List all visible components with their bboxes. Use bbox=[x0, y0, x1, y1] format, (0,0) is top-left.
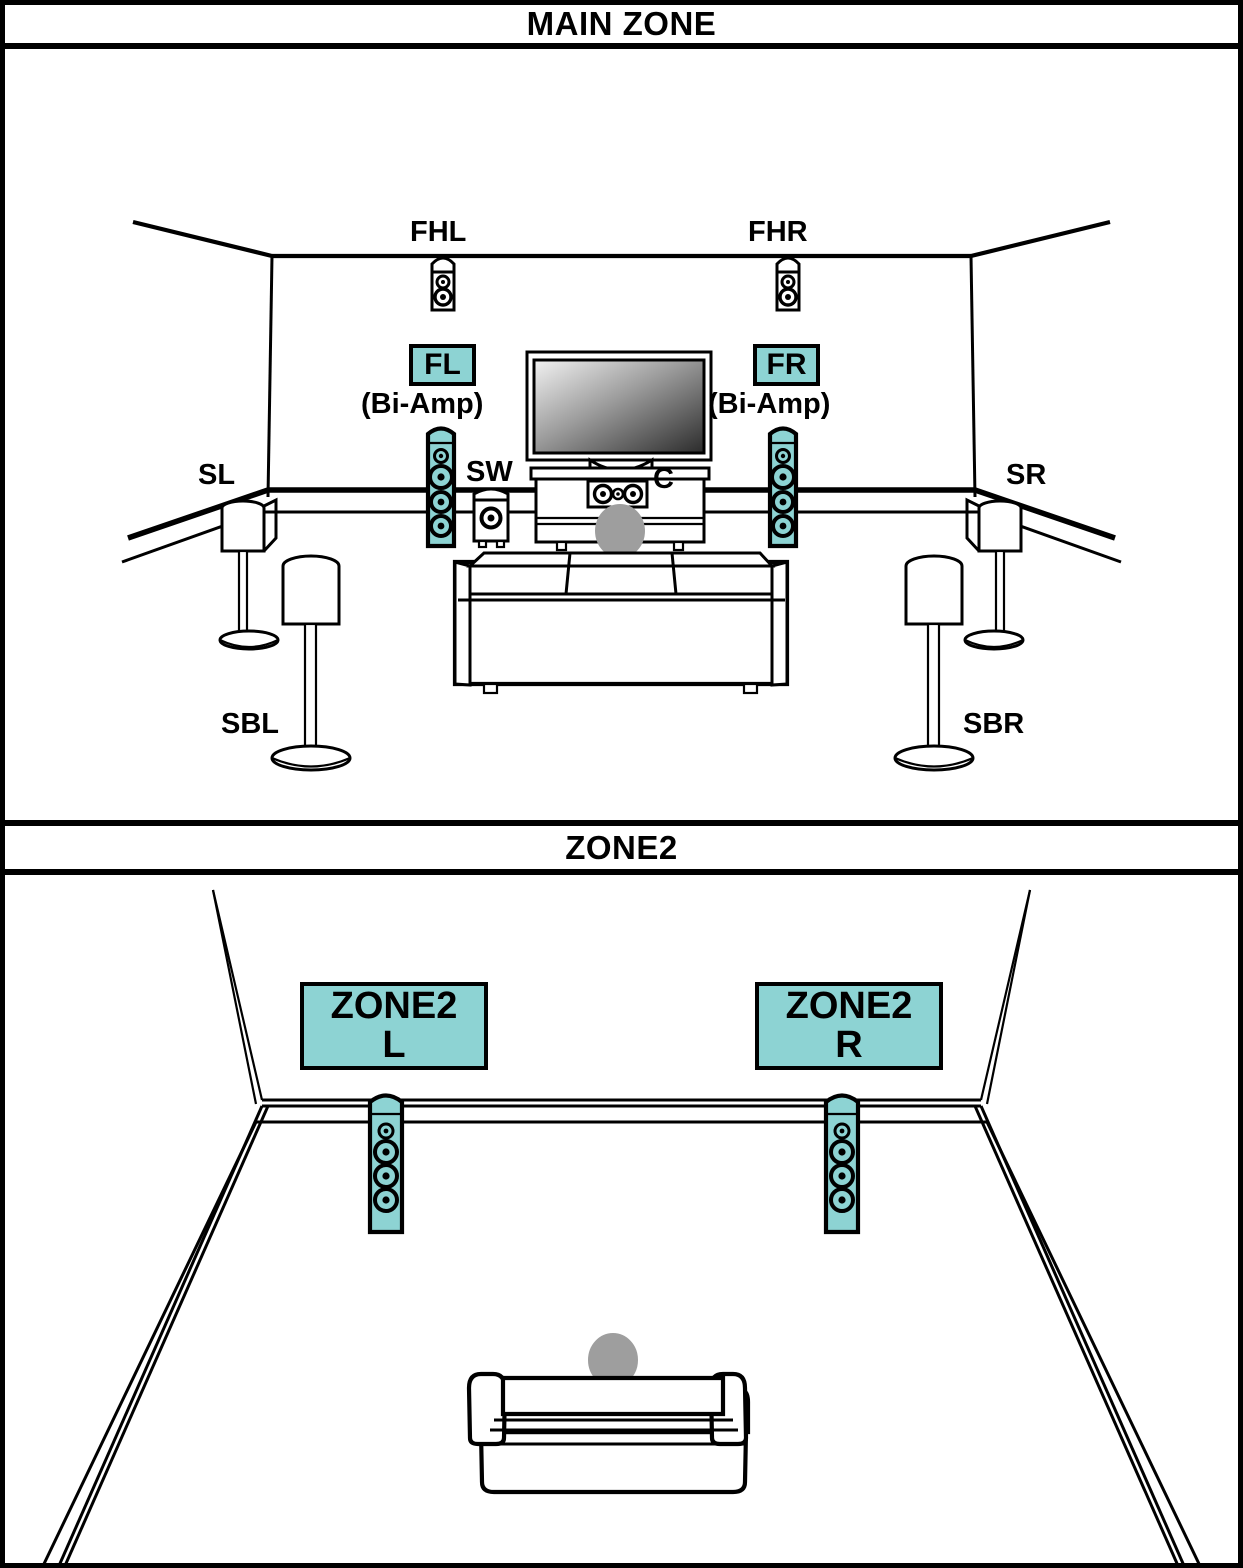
speaker-sbl bbox=[270, 554, 352, 772]
label-sbr: SBR bbox=[963, 708, 1025, 740]
label-fhl: FHL bbox=[410, 216, 467, 248]
label-fl: FL bbox=[424, 347, 461, 381]
label-zone2-left-line2: L bbox=[382, 1024, 406, 1066]
label-zone2-left-line1: ZONE2 bbox=[330, 985, 458, 1028]
speaker-fhl bbox=[430, 256, 456, 312]
speaker-sbr bbox=[893, 554, 975, 772]
speaker-sr bbox=[963, 497, 1025, 651]
sofa-main bbox=[452, 551, 790, 695]
label-zone2-right-line1: ZONE2 bbox=[785, 985, 913, 1028]
label-zone2-right-chip: ZONE2 R bbox=[755, 982, 943, 1070]
label-zone2-right-line2: R bbox=[835, 1024, 863, 1066]
label-fl-biamp: (Bi-Amp) bbox=[361, 388, 484, 420]
speaker-zone2-right bbox=[823, 1093, 861, 1235]
speaker-center bbox=[586, 479, 649, 509]
main-zone-title-bar: MAIN ZONE bbox=[5, 5, 1238, 49]
speaker-fr bbox=[767, 426, 799, 549]
label-fr: FR bbox=[766, 347, 807, 381]
speaker-zone2-left bbox=[367, 1093, 405, 1235]
label-c: C bbox=[653, 463, 674, 495]
label-sr: SR bbox=[1006, 459, 1047, 491]
zone2-title-bar: ZONE2 bbox=[5, 820, 1238, 875]
speaker-fl bbox=[425, 426, 457, 549]
label-fhr: FHR bbox=[748, 216, 808, 248]
speaker-sl bbox=[218, 497, 280, 651]
label-sbl: SBL bbox=[221, 708, 279, 740]
label-fr-chip: FR bbox=[753, 344, 820, 386]
label-zone2-left-chip: ZONE2 L bbox=[300, 982, 488, 1070]
speaker-fhr bbox=[775, 256, 801, 312]
main-zone-title: MAIN ZONE bbox=[526, 5, 717, 42]
label-sl: SL bbox=[198, 459, 236, 491]
sofa-zone2 bbox=[466, 1371, 751, 1495]
label-fr-biamp: (Bi-Amp) bbox=[708, 388, 831, 420]
label-fl-chip: FL bbox=[409, 344, 476, 386]
zone2-title: ZONE2 bbox=[565, 828, 678, 866]
television bbox=[525, 350, 713, 472]
label-sw: SW bbox=[466, 456, 513, 488]
speaker-subwoofer bbox=[472, 487, 510, 549]
